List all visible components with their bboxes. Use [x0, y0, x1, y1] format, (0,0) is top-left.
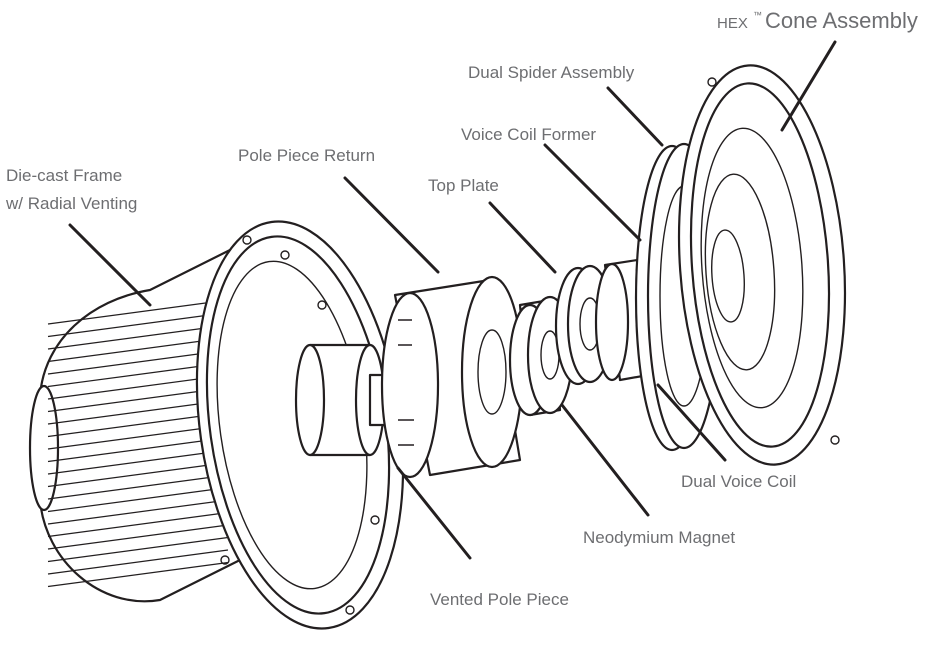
vent-fin [47, 536, 229, 563]
vent-fin [47, 524, 229, 550]
vent-fin [47, 336, 229, 363]
callout-labels: HEX ™ Cone Assembly Dual Spider Assembly… [5, 8, 918, 609]
vented-pole-piece [294, 343, 405, 457]
vent-fin [47, 561, 229, 588]
vent-fin [47, 449, 229, 475]
vented-pole-piece-label: Vented Pole Piece [430, 590, 569, 609]
vent-fin [47, 324, 229, 350]
pole-piece-return [380, 275, 524, 479]
hex-cone-assembly [677, 64, 847, 466]
dual-voice-coil-label: Dual Voice Coil [681, 472, 796, 491]
vent-fin [47, 436, 229, 463]
voice-coil-former-label: Voice Coil Former [461, 125, 596, 144]
vent-fin [47, 511, 229, 538]
vent-fin [47, 311, 229, 338]
vent-fin [47, 474, 229, 500]
vent-fin [47, 549, 229, 575]
neodymium-magnet-label: Neodymium Magnet [583, 528, 735, 547]
vent-fin [47, 424, 229, 450]
vent-fin [47, 299, 229, 325]
vent-fin [47, 499, 229, 525]
hex-brand-label: HEX [717, 15, 748, 32]
top-plate-label: Top Plate [428, 176, 499, 195]
vent-fin [47, 461, 229, 488]
dual-spider-label: Dual Spider Assembly [468, 63, 635, 82]
hex-tm-label: ™ [753, 10, 762, 20]
frame-label-line1: Die-cast Frame [6, 166, 122, 185]
vent-fin [47, 486, 229, 513]
frame-label-line2: w/ Radial Venting [5, 194, 137, 213]
pole-piece-return-label: Pole Piece Return [238, 146, 375, 165]
cone-assembly-label: Cone Assembly [765, 8, 918, 33]
leader-lines [68, 40, 837, 560]
